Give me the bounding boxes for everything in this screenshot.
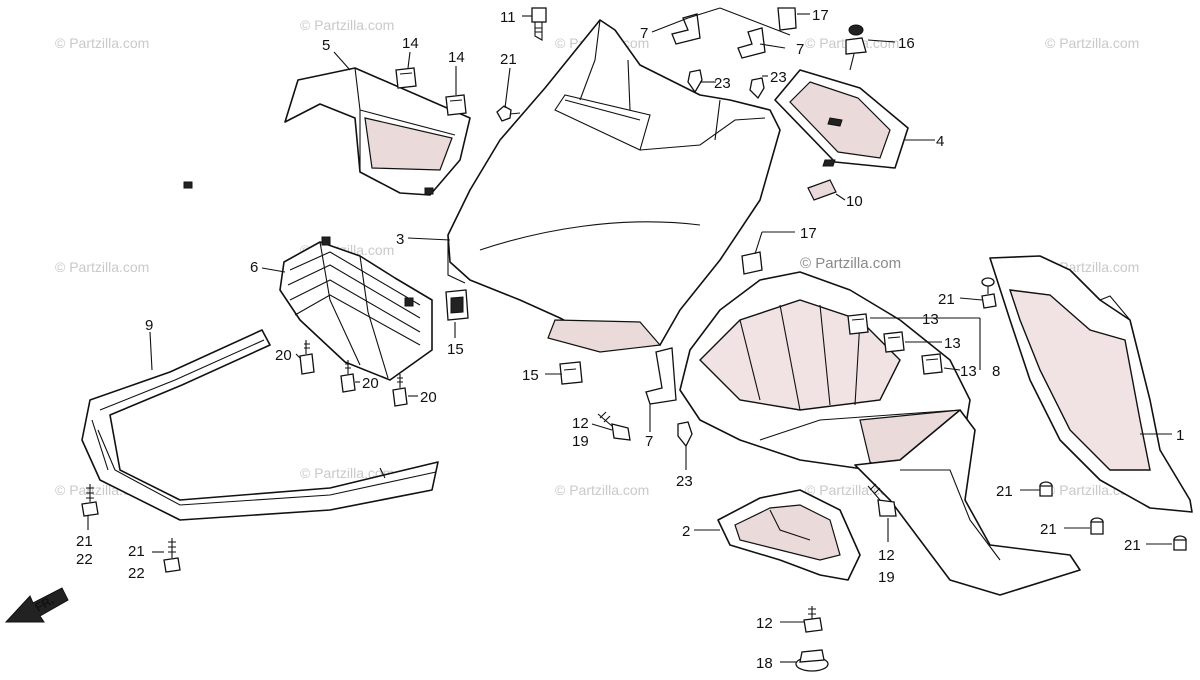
part-7-bracket-mid <box>645 347 677 405</box>
part-13-nuts <box>847 313 943 375</box>
callout-14: 14 <box>448 49 465 66</box>
part-10-label <box>807 179 837 201</box>
part-7-brackets <box>671 7 797 59</box>
callout-7: 7 <box>640 25 648 42</box>
leader-lines <box>87 7 1172 663</box>
part-8-lower-trim <box>854 409 1081 596</box>
callout-13: 13 <box>960 363 977 380</box>
part-16-grommet <box>845 24 867 71</box>
callout-21: 21 <box>1040 521 1057 538</box>
callout-19: 19 <box>878 569 895 586</box>
callout-3: 3 <box>396 231 404 248</box>
callout-21: 21 <box>996 483 1013 500</box>
callout-20: 20 <box>275 347 292 364</box>
watermark: © Partzilla.com <box>300 17 394 33</box>
callout-21: 21 <box>500 51 517 68</box>
callout-16: 16 <box>898 35 915 52</box>
callout-21: 21 <box>938 291 955 308</box>
callout-17: 17 <box>800 225 817 242</box>
part-9-trim <box>81 329 439 521</box>
callout-14: 14 <box>402 35 419 52</box>
watermark: © Partzilla.com <box>55 35 149 51</box>
callout-23: 23 <box>676 473 693 490</box>
part-21-screws-right <box>1039 481 1187 551</box>
callout-21: 21 <box>1124 537 1141 554</box>
callout-1: 1 <box>1176 427 1184 444</box>
part-21-screw-mid <box>981 277 997 309</box>
callout-22: 22 <box>128 565 145 582</box>
callouts: 5 14 14 21 11 7 17 7 23 23 16 4 10 3 6 9… <box>76 7 1184 672</box>
part-21-22-screws <box>81 484 181 573</box>
part-20-screws <box>299 340 408 407</box>
callout-11: 11 <box>500 9 516 26</box>
watermark: © Partzilla.com <box>55 259 149 275</box>
part-12-bolt-bottom <box>803 606 823 633</box>
callout-6: 6 <box>250 259 258 276</box>
callout-21: 21 <box>128 543 145 560</box>
callout-23: 23 <box>770 69 787 86</box>
part-18-cap <box>795 649 829 672</box>
watermark: © Partzilla.com <box>555 482 649 498</box>
callout-15: 15 <box>447 341 464 358</box>
callout-13: 13 <box>944 335 961 352</box>
part-15-nut-b <box>559 361 583 385</box>
watermark: © Partzilla.com <box>1045 35 1139 51</box>
part-12-19-bolt-lower <box>867 483 897 517</box>
part-23-screw-mid <box>677 421 693 448</box>
callout-12: 12 <box>572 415 589 432</box>
callout-8: 8 <box>992 363 1000 380</box>
callout-18: 18 <box>756 655 773 672</box>
part-14-clips <box>395 67 467 116</box>
part-12-19-bolt <box>597 411 631 441</box>
callout-13: 13 <box>922 311 939 328</box>
part-11-bolt <box>531 7 547 41</box>
callout-23: 23 <box>714 75 731 92</box>
callout-20: 20 <box>420 389 437 406</box>
front-arrow: FR. <box>4 587 69 623</box>
callout-7: 7 <box>645 433 653 450</box>
callout-12: 12 <box>878 547 895 564</box>
callout-2: 2 <box>682 523 690 540</box>
part-23-screws <box>687 69 765 100</box>
callout-19: 19 <box>572 433 589 450</box>
part-3-front-cover <box>447 19 781 353</box>
callout-17: 17 <box>812 7 829 24</box>
part-4-panel <box>774 69 909 169</box>
callout-22: 22 <box>76 551 93 568</box>
callout-15: 15 <box>522 367 539 384</box>
callout-9: 9 <box>145 317 153 334</box>
watermark: © Partzilla.com <box>300 465 394 481</box>
part-21-screw <box>496 105 521 122</box>
part-15-nut <box>445 289 469 321</box>
callout-4: 4 <box>936 133 944 150</box>
part-1-side-panel <box>989 255 1193 513</box>
callout-20: 20 <box>362 375 379 392</box>
part-5-cover <box>183 67 471 196</box>
callout-21: 21 <box>76 533 93 550</box>
part-6-grille <box>279 236 433 381</box>
callout-10: 10 <box>846 193 863 210</box>
part-2-lower-cover <box>717 489 861 581</box>
part-17-clip <box>741 251 763 275</box>
watermark: © Partzilla.com <box>800 255 901 272</box>
callout-5: 5 <box>322 37 330 54</box>
callout-12: 12 <box>756 615 773 632</box>
callout-7: 7 <box>796 41 804 58</box>
